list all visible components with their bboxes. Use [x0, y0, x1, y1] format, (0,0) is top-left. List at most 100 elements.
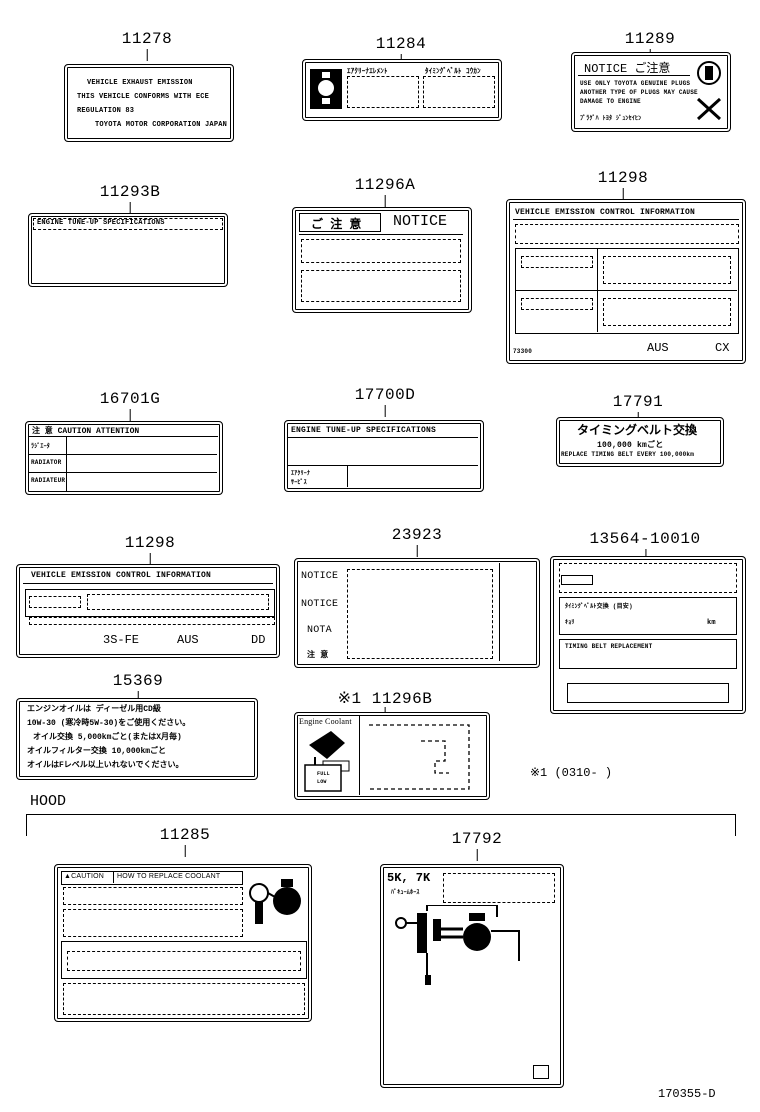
grid-line	[113, 871, 114, 883]
part-number-11298-a: 11298	[597, 169, 649, 200]
label-17791: タイミングベルト交換 100,000 kmごと REPLACE TIMING B…	[556, 417, 724, 467]
hood-bracket	[26, 814, 27, 836]
part-number-11296a: 11296A	[354, 176, 416, 207]
label-text: エンジンオイルは ディーゼル用CD級	[27, 705, 161, 714]
label-title: Engine Coolant	[299, 717, 352, 726]
blank-field	[87, 594, 269, 610]
row-label: ﾗｼﾞｴｰﾀ	[31, 443, 51, 450]
grid-line	[66, 437, 67, 491]
radiator-cap-icon	[249, 879, 301, 924]
label-11285: ▲CAUTION HOW TO REPLACE COOLANT	[54, 864, 312, 1022]
blank-field	[603, 256, 731, 284]
row-label: RADIATEUR	[31, 477, 66, 484]
part-number-17700d: 17700D	[354, 386, 416, 417]
label-text: オイルはFレベル以上いれないでください。	[27, 761, 184, 770]
label-11278: VEHICLE EXHAUST EMISSION THIS VEHICLE CO…	[64, 64, 234, 142]
blank-field	[559, 563, 737, 593]
grid-line	[29, 454, 217, 455]
blank-field	[29, 617, 275, 625]
grid-line	[347, 465, 348, 487]
label-11298-b: VEHICLE EMISSION CONTROL INFORMATION 3S-…	[16, 564, 280, 658]
row-label: ｻｰﾋﾞｽ	[291, 479, 307, 486]
label-title: HOW TO REPLACE COOLANT	[117, 873, 221, 880]
grid-line	[288, 465, 478, 466]
label-text: ﾊﾞｷｭｰﾑﾎｰｽ	[391, 889, 420, 896]
footnote-date: ※1 (0310- )	[530, 766, 613, 780]
label-11296b: Engine Coolant FULL LOW	[294, 712, 490, 800]
label-text: ｴｱｸﾘｰﾅｴﾚﾒﾝﾄ	[347, 68, 388, 76]
part-number-11284: 11284	[375, 35, 427, 66]
spec-grid	[61, 941, 307, 979]
label-title: ENGINE TUNE-UP SPECIFICATIONS	[291, 426, 437, 435]
label-text: REPLACE TIMING BELT EVERY 100,000km	[561, 451, 695, 458]
label-11284: ｴｱｸﾘｰﾅｴﾚﾒﾝﾄ ﾀｲﾐﾝｸﾞﾍﾞﾙﾄ ｺｳｶﾝ	[302, 59, 502, 121]
label-full: FULL	[317, 771, 330, 777]
label-text: 注 意	[307, 651, 329, 660]
part-number-11293b: 11293B	[99, 183, 161, 214]
label-engines: 5K, 7K	[387, 871, 431, 885]
label-11296a: ご 注 意 NOTICE	[292, 207, 472, 313]
label-region: AUS	[177, 633, 199, 647]
blank-field	[347, 569, 493, 659]
label-title: 注 意 CAUTION ATTENTION	[29, 425, 218, 437]
wrench-icon	[310, 69, 342, 109]
label-title: NOTICE ご注意	[584, 62, 671, 76]
part-number-17791: 17791	[612, 393, 664, 424]
row-label: ｴｱｸﾘｰﾅ	[291, 470, 311, 477]
blank-field	[301, 239, 461, 263]
blank-field	[63, 983, 305, 1015]
part-number-11278: 11278	[121, 30, 173, 61]
spec-grid	[515, 248, 739, 334]
label-text: ﾀｲﾐﾝｸﾞﾍﾞﾙﾄ ｺｳｶﾝ	[425, 68, 481, 76]
label-text: VEHICLE EXHAUST EMISSION	[87, 79, 193, 87]
blank-field	[63, 909, 243, 937]
title-strip	[61, 871, 243, 885]
corner-mark-icon	[533, 1065, 549, 1079]
blank-field	[347, 76, 419, 108]
label-title: VEHICLE EMISSION CONTROL INFORMATION	[515, 208, 696, 217]
blank-field	[561, 575, 593, 585]
label-low: LOW	[317, 779, 327, 785]
divider	[299, 234, 463, 235]
label-16701g: 注 意 CAUTION ATTENTION ﾗｼﾞｴｰﾀ RADIATOR RA…	[25, 421, 223, 495]
blank-field	[521, 298, 593, 310]
grid-line	[499, 563, 500, 661]
label-11298-a: VEHICLE EMISSION CONTROL INFORMATION 733…	[506, 199, 746, 364]
blank-diagram-area	[369, 724, 470, 790]
label-suffix: DD	[251, 633, 266, 647]
blank-field	[301, 270, 461, 302]
label-title: ENGINE TUNE-UP SPECIFICATIONS	[37, 219, 165, 227]
grid-line	[515, 290, 737, 291]
label-17700d: ENGINE TUNE-UP SPECIFICATIONS ｴｱｸﾘｰﾅ ｻｰﾋ…	[284, 420, 484, 492]
label-23923: NOTICE NOTICE NOTA 注 意	[294, 558, 540, 668]
blank-field	[567, 683, 729, 703]
part-number-17792: 17792	[451, 830, 503, 861]
divider	[513, 219, 739, 220]
grid-line	[359, 715, 360, 795]
label-text: NOTA	[307, 625, 332, 636]
label-text: 100,000 kmごと	[597, 441, 664, 450]
blank-field	[423, 76, 495, 108]
label-text: DAMAGE TO ENGINE	[580, 98, 641, 105]
label-17792: 5K, 7K ﾊﾞｷｭｰﾑﾎｰｽ	[380, 864, 564, 1088]
label-text: ANOTHER TYPE OF PLUGS MAY CAUSE	[580, 89, 698, 96]
hood-bracket	[735, 814, 736, 836]
title-strip	[33, 218, 223, 230]
label-text: NOTICE	[301, 599, 339, 610]
label-title: VEHICLE EMISSION CONTROL INFORMATION	[31, 571, 212, 580]
part-number-11289: 11289	[624, 30, 676, 61]
label-engine: 3S-FE	[103, 633, 140, 647]
part-number-13564-10010: 13564-10010	[589, 530, 701, 561]
spark-plug-icon	[696, 61, 722, 121]
row-label: RADIATOR	[31, 459, 62, 466]
label-text: TIMING BELT REPLACEMENT	[565, 643, 653, 650]
spec-grid	[559, 597, 737, 635]
label-11293b: ENGINE TUNE-UP SPECIFICATIONS	[28, 213, 228, 287]
caution-text: CAUTION	[71, 873, 105, 880]
label-code: 73300	[513, 348, 533, 355]
label-text: タイミングベルト交換	[577, 424, 698, 438]
label-region: AUS	[647, 341, 669, 355]
label-unit: km	[707, 619, 716, 627]
label-title-en: NOTICE	[393, 213, 448, 230]
notice-jp-box	[299, 213, 381, 232]
